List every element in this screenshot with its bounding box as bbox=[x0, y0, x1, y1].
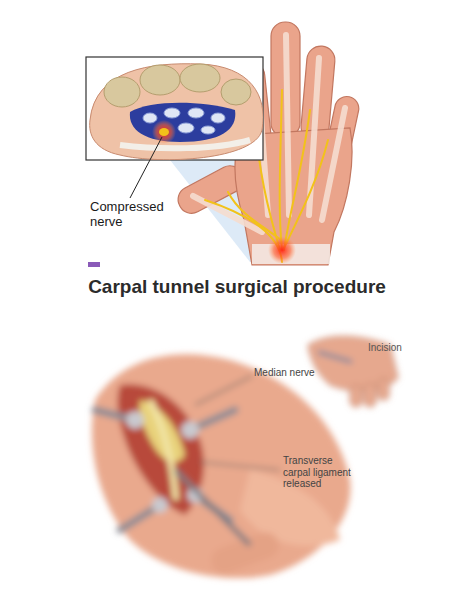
callout-label: Median nerve bbox=[254, 367, 344, 379]
surgery-illustration bbox=[92, 336, 398, 578]
logo-mark bbox=[88, 262, 100, 267]
inset-cross-section bbox=[86, 57, 263, 160]
callout-label: Compressed nerve bbox=[90, 200, 176, 230]
leader-line bbox=[130, 137, 162, 198]
callout-label: Incision bbox=[368, 342, 438, 354]
callout-label: Transverse carpal ligament released bbox=[283, 455, 357, 490]
title: Carpal tunnel surgical procedure bbox=[0, 276, 474, 298]
